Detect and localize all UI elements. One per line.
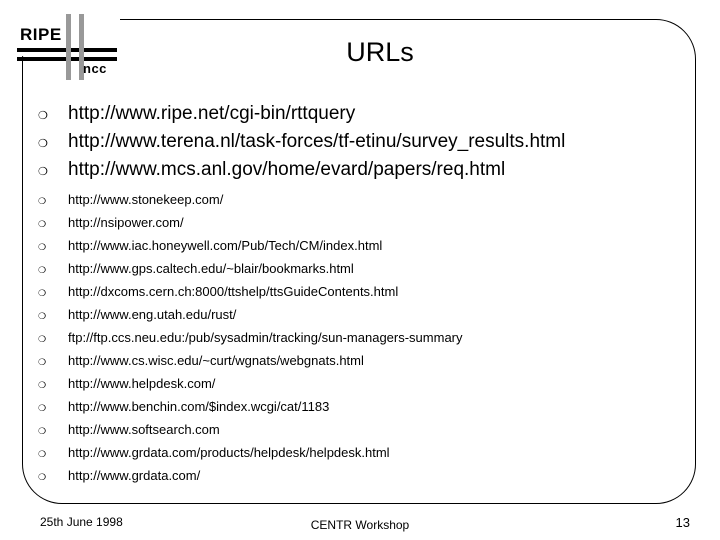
list-item-url: http://www.cs.wisc.edu/~curt/wgnats/webg… [68,353,364,368]
list-item[interactable]: ❍ http://www.softsearch.com [38,423,678,446]
list-item-url: ftp://ftp.ccs.neu.edu:/pub/sysadmin/trac… [68,330,463,345]
bullet-circle-icon: ❍ [38,197,47,207]
list-item[interactable]: ❍ http://www.ripe.net/cgi-bin/rttquery [38,104,678,132]
footer-page-number: 13 [675,515,690,530]
bullet-circle-icon: ❍ [38,137,48,150]
logo-bar-vertical-right [79,14,84,80]
list-item[interactable]: ❍ http://www.benchin.com/$index.wcgi/cat/… [38,400,678,423]
list-item[interactable]: ❍ ftp://ftp.ccs.neu.edu:/pub/sysadmin/tra… [38,331,678,354]
bullet-circle-icon: ❍ [38,358,47,368]
list-item-url: http://www.iac.honeywell.com/Pub/Tech/CM… [68,238,383,253]
bullet-circle-icon: ❍ [38,473,47,483]
bullet-circle-icon: ❍ [38,381,47,391]
list-item[interactable]: ❍ http://www.grdata.com/ [38,469,678,492]
bullet-circle-icon: ❍ [38,427,47,437]
url-bullet-list: ❍ http://www.ripe.net/cgi-bin/rttquery ❍ ht… [38,104,678,492]
list-item-url: http://nsipower.com/ [68,215,184,230]
list-item[interactable]: ❍ http://nsipower.com/ [38,216,678,239]
footer-date: 25th June 1998 [40,515,123,529]
list-item-url: http://www.softsearch.com [68,422,220,437]
list-item-url: http://www.gps.caltech.edu/~blair/bookma… [68,261,354,276]
slide-footer: 25th June 1998 CENTR Workshop 13 [0,515,720,537]
bullet-circle-icon: ❍ [38,109,48,122]
ripe-ncc-logo: RIPE ncc [14,8,134,86]
list-item[interactable]: ❍ http://www.cs.wisc.edu/~curt/wgnats/web… [38,354,678,377]
bullet-circle-icon: ❍ [38,335,47,345]
list-item[interactable]: ❍ http://www.helpdesk.com/ [38,377,678,400]
logo-bar-vertical-left [66,14,71,80]
list-item[interactable]: ❍ http://www.iac.honeywell.com/Pub/Tech/C… [38,239,678,262]
logo-frame-mask [8,4,120,56]
list-item-url: http://dxcoms.cern.ch:8000/ttshelp/ttsGu… [68,284,399,299]
bullet-circle-icon: ❍ [38,404,47,414]
list-item[interactable]: ❍ http://www.grdata.com/products/helpdesk… [38,446,678,469]
list-item-url: http://www.grdata.com/ [68,468,201,483]
logo-text-ripe: RIPE [20,25,62,44]
bullet-circle-icon: ❍ [38,450,47,460]
list-item[interactable]: ❍ http://www.mcs.anl.gov/home/evard/paper… [38,160,678,188]
bullet-circle-icon: ❍ [38,289,47,299]
bullet-circle-icon: ❍ [38,266,47,276]
bullet-circle-icon: ❍ [38,165,48,178]
list-item-url: http://www.eng.utah.edu/rust/ [68,307,237,322]
list-item-url: http://www.mcs.anl.gov/home/evard/papers… [68,159,506,180]
bullet-circle-icon: ❍ [38,312,47,322]
list-item[interactable]: ❍ http://www.stonekeep.com/ [38,193,678,216]
list-item[interactable]: ❍ http://www.eng.utah.edu/rust/ [38,308,678,331]
list-item[interactable]: ❍ http://www.terena.nl/task-forces/tf-eti… [38,132,678,160]
slide-title: URLs [346,37,414,67]
list-item[interactable]: ❍ http://dxcoms.cern.ch:8000/ttshelp/ttsG… [38,285,678,308]
list-item-url: http://www.ripe.net/cgi-bin/rttquery [68,103,356,124]
bullet-circle-icon: ❍ [38,220,47,230]
list-item-url: http://www.helpdesk.com/ [68,376,216,391]
list-item-url: http://www.grdata.com/products/helpdesk/… [68,445,390,460]
list-item-url: http://www.benchin.com/$index.wcgi/cat/1… [68,399,330,414]
bullet-circle-icon: ❍ [38,243,47,253]
logo-text-ncc: ncc [83,61,107,76]
list-item[interactable]: ❍ http://www.gps.caltech.edu/~blair/bookm… [38,262,678,285]
list-item-url: http://www.terena.nl/task-forces/tf-etin… [68,131,566,152]
list-item-url: http://www.stonekeep.com/ [68,192,224,207]
footer-event-name: CENTR Workshop [310,518,410,532]
